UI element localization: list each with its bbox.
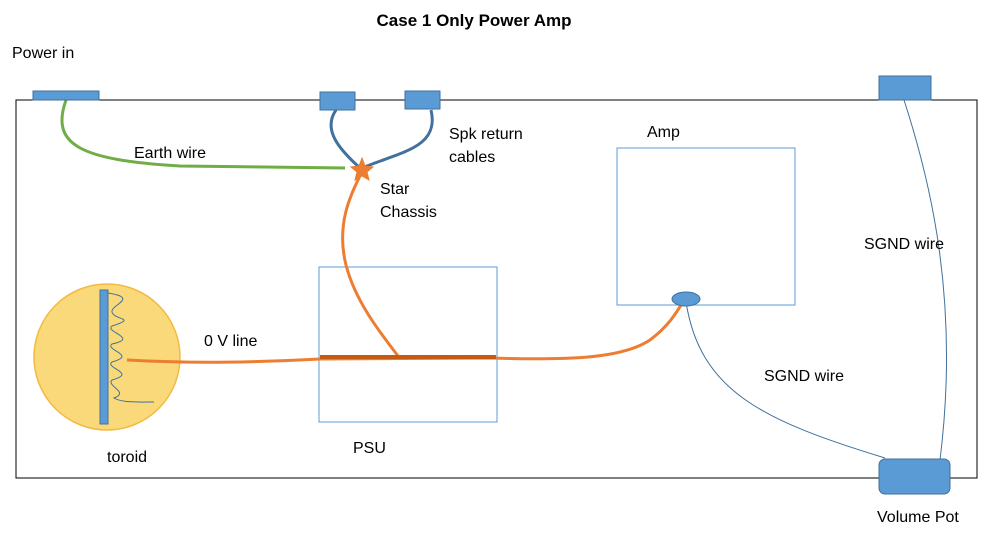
star-icon: [349, 156, 375, 182]
sgnd-wire-label: SGND wire: [764, 368, 844, 385]
toroid-label: toroid: [107, 449, 147, 466]
zero-v-line-wire: [126, 299, 686, 364]
star-chassis-label: Star: [380, 181, 410, 198]
zero-v-line-label: 0 V line: [204, 333, 257, 350]
volume-pot: [878, 458, 951, 495]
psu-to-star-wire: [341, 171, 400, 357]
earth-wire-label: Earth wire: [134, 145, 206, 162]
star-chassis-label: Chassis: [380, 204, 437, 221]
diagram-title: Case 1 Only Power Amp: [377, 11, 572, 30]
sgnd-wire-amp: [685, 301, 886, 459]
signal-input-connector: [878, 75, 932, 101]
amp-ground-point: [671, 291, 701, 307]
spk-return-label: cables: [449, 149, 495, 166]
earth-wire: [60, 99, 346, 170]
power-in-connector: [32, 90, 100, 101]
psu-box: [318, 266, 498, 423]
power-in-label: Power in: [12, 45, 74, 62]
sgnd-wire-input: [903, 99, 947, 461]
chassis-outline: [15, 99, 978, 479]
sgnd-wire-label: SGND wire: [864, 236, 944, 253]
toroid-winding: [107, 292, 155, 403]
toroid-bar: [99, 289, 109, 425]
speaker-connector: [319, 91, 356, 111]
psu-label: PSU: [353, 440, 386, 457]
speaker-return-cable: [329, 109, 362, 170]
amp-label: Amp: [647, 124, 680, 141]
amp-box: [616, 147, 796, 306]
spk-return-label: Spk return: [449, 126, 523, 143]
speaker-connector: [404, 90, 441, 110]
speaker-return-cable: [361, 109, 434, 170]
volume-pot-label: Volume Pot: [877, 509, 959, 526]
